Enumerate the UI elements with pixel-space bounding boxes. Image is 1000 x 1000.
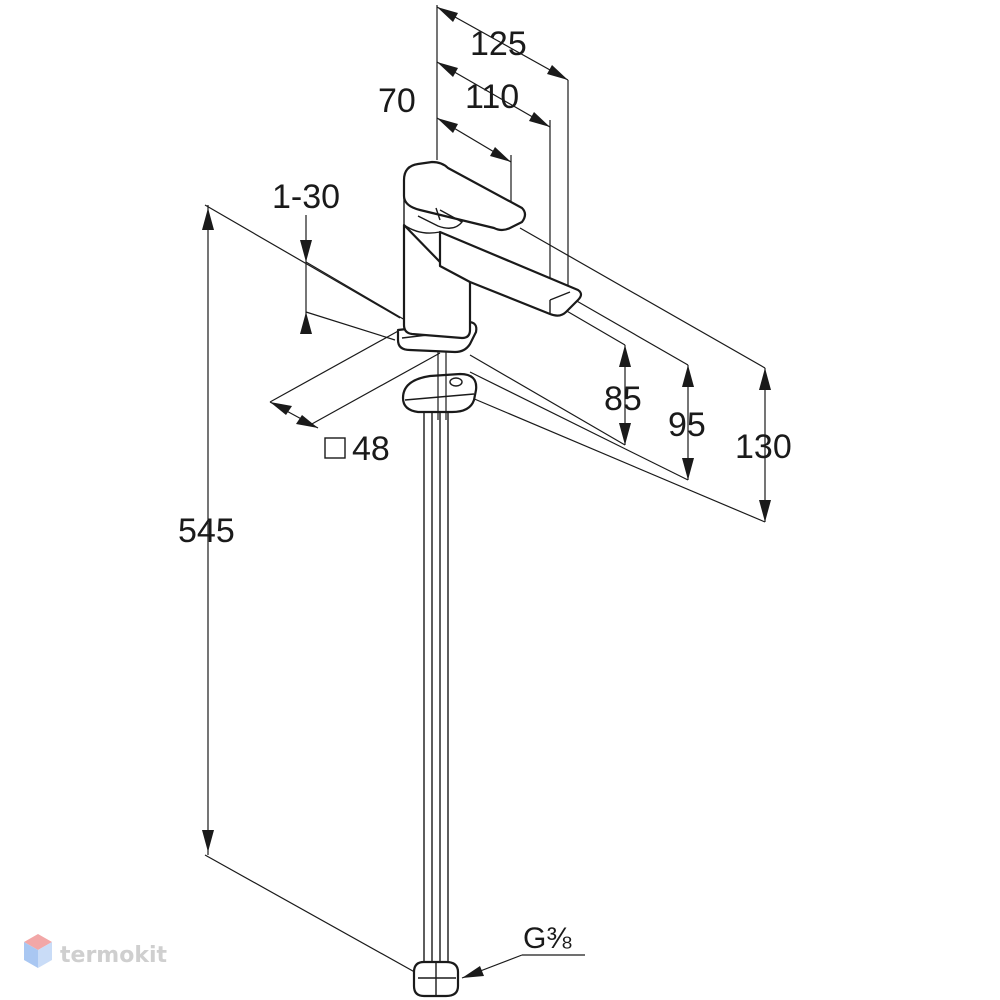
thread-label: G⅜ — [523, 922, 572, 955]
dim-70 — [436, 117, 512, 205]
flexible-hoses — [423, 412, 449, 962]
dim-95 — [469, 299, 694, 481]
dim-95-label: 95 — [668, 406, 706, 444]
dim-110 — [436, 61, 551, 300]
dim-48 — [269, 329, 441, 429]
watermark-text: termokit — [60, 943, 167, 968]
dim-545 — [202, 204, 421, 976]
dim-48-label: 48 — [352, 430, 390, 468]
thread-leader — [461, 954, 585, 979]
dim-1-30-label: 1-30 — [272, 178, 340, 216]
dim-1-30 — [300, 215, 406, 341]
faucet-illustration — [396, 160, 583, 354]
dim-110-label: 110 — [465, 78, 519, 116]
dim-125 — [436, 5, 569, 300]
dim-85 — [469, 309, 631, 446]
dim-125-label: 125 — [470, 25, 527, 63]
mounting-assembly — [401, 352, 478, 420]
dim-130 — [464, 227, 771, 523]
hose-connectors — [412, 960, 460, 998]
dim-70-label: 70 — [378, 82, 416, 120]
dim-545-label: 545 — [178, 512, 235, 550]
dim-85-label: 85 — [604, 380, 642, 418]
square-symbol-icon — [324, 437, 346, 459]
dim-130-label: 130 — [735, 428, 792, 466]
watermark-logo-icon — [24, 934, 52, 968]
